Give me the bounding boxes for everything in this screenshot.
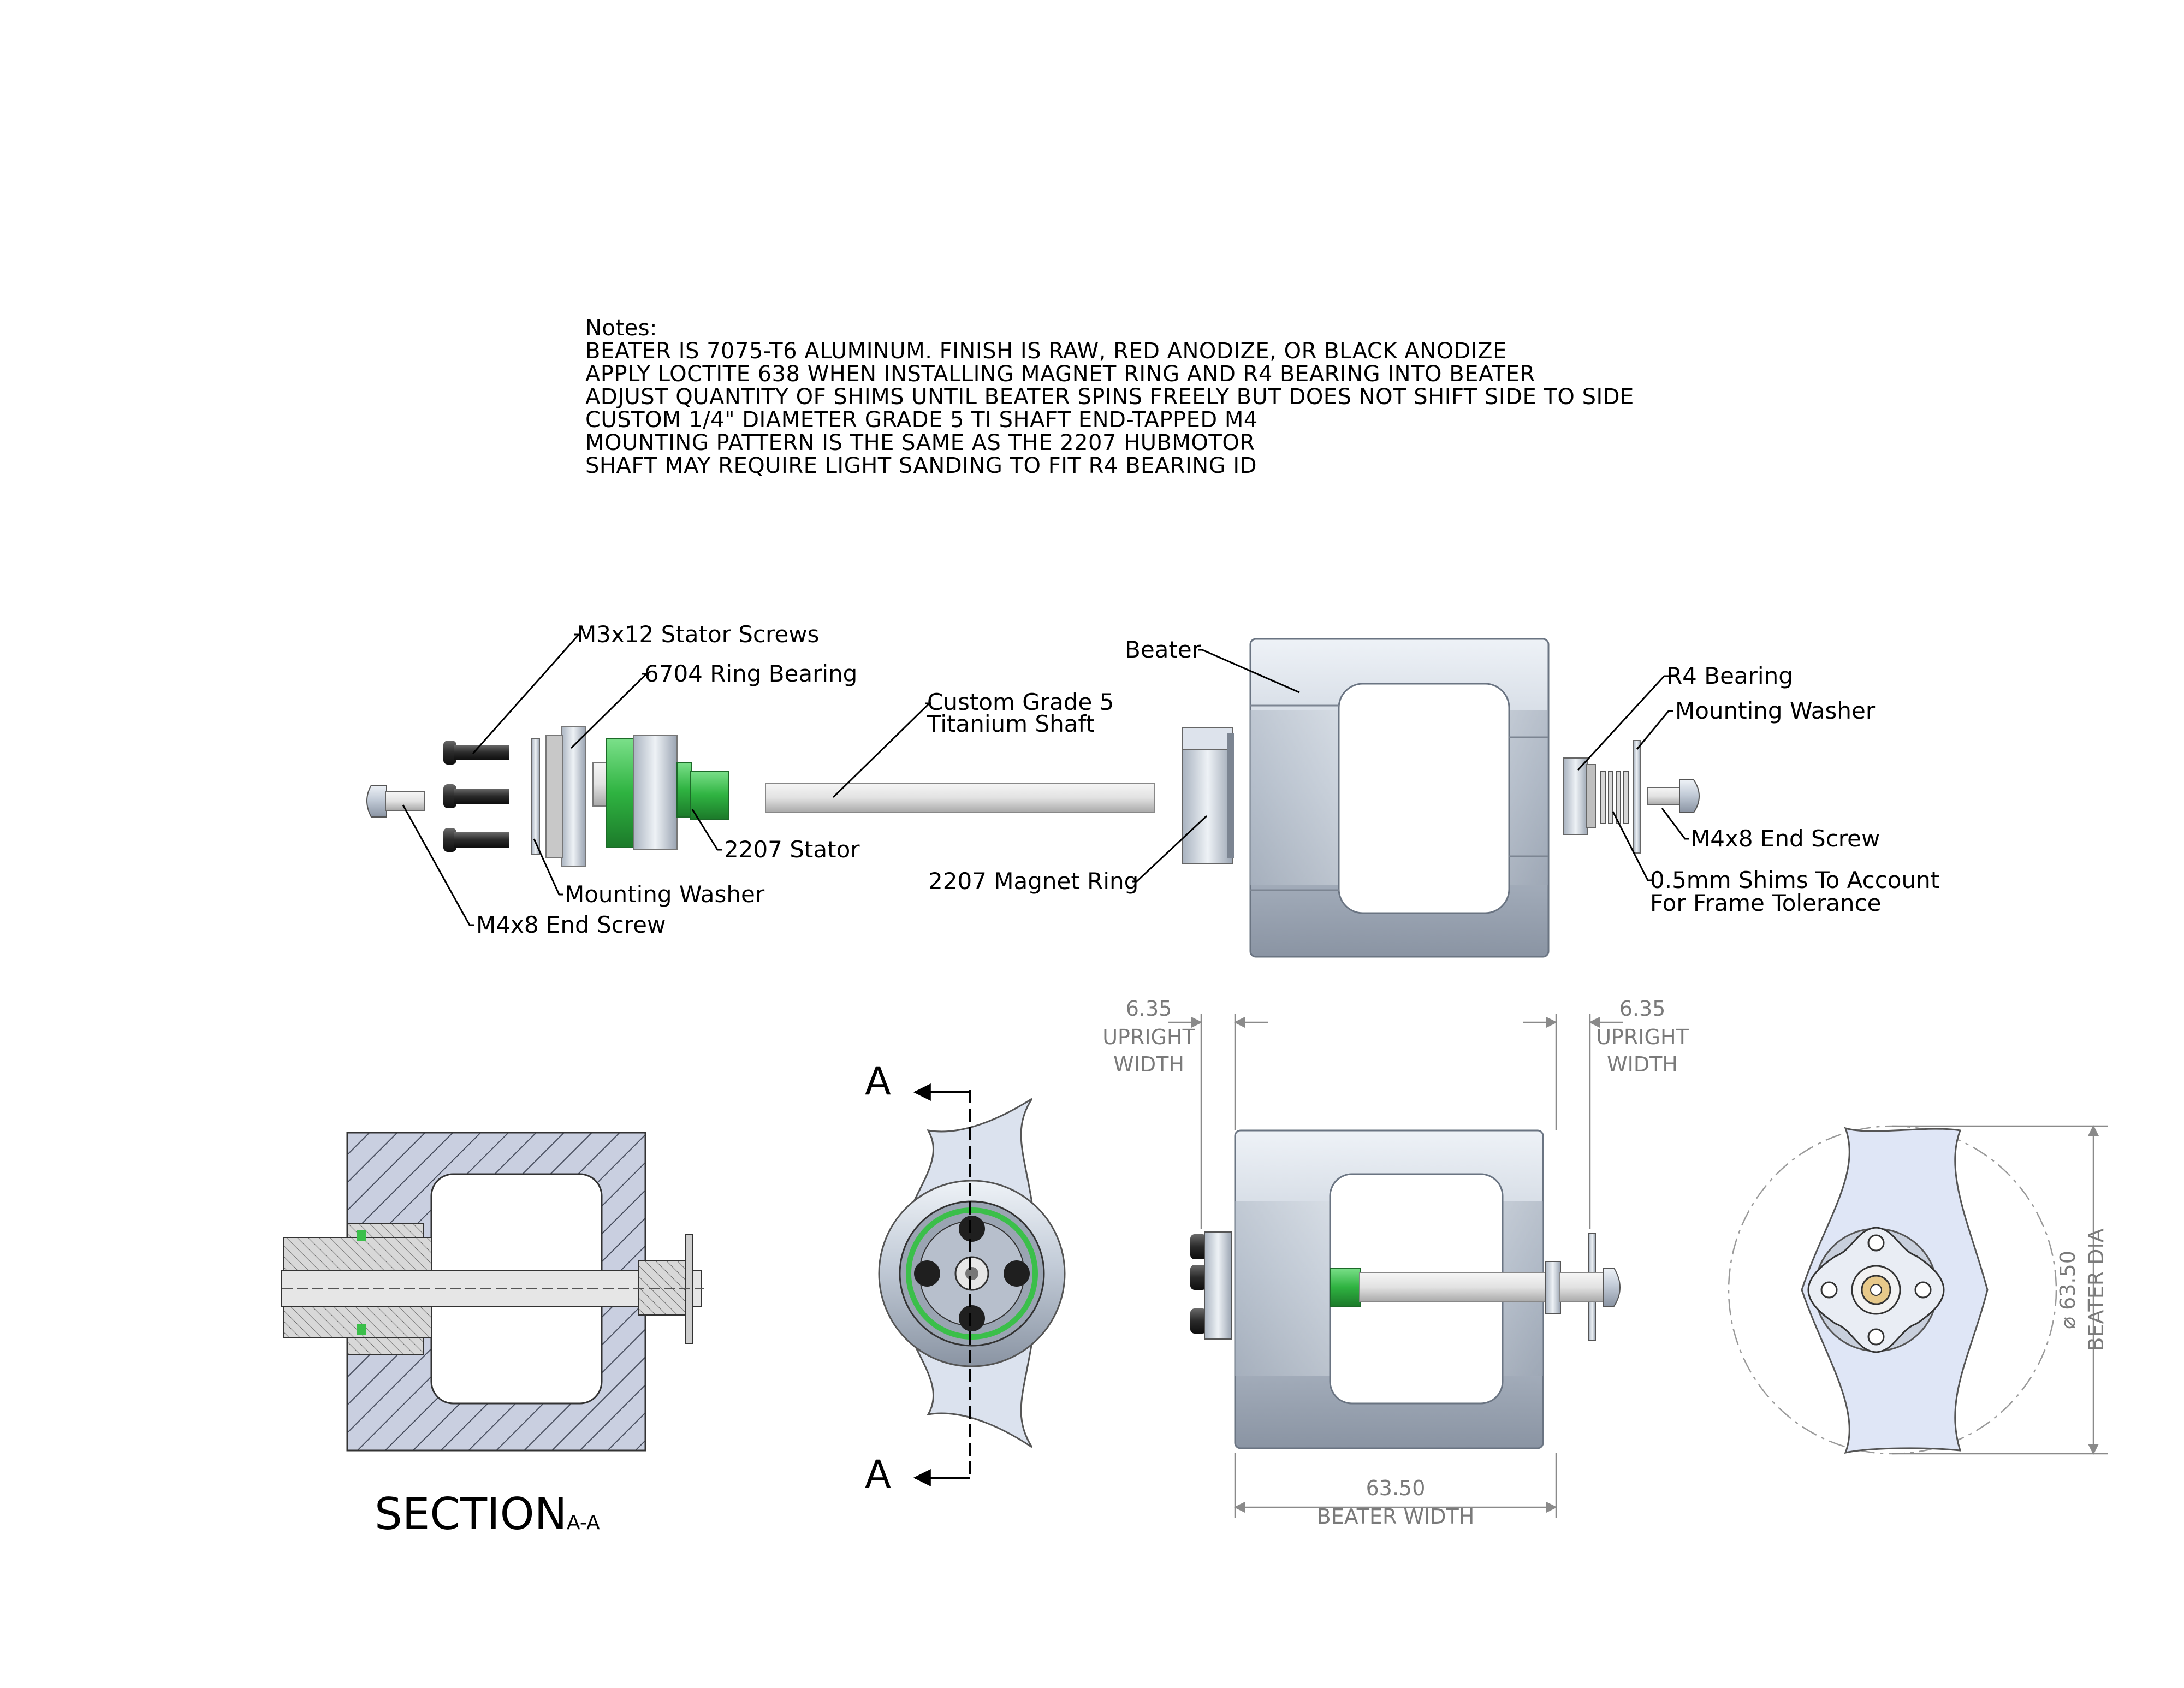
- dim-beater-width-value: 63.50: [1366, 1476, 1426, 1500]
- dim-upright-right-label1: UPRIGHT: [1596, 1025, 1689, 1049]
- label-mounting-washer-right: Mounting Washer: [1675, 697, 1876, 724]
- notes-block: Notes: BEATER IS 7075-T6 ALUMINUM. FINIS…: [585, 317, 1634, 477]
- section-title: SECTION: [375, 1489, 567, 1539]
- dim-beater-dia-value: ⌀ 63.50: [2056, 1251, 2080, 1329]
- note-line: ADJUST QUANTITY OF SHIMS UNTIL BEATER SP…: [585, 384, 1634, 410]
- note-line: MOUNTING PATTERN IS THE SAME AS THE 2207…: [585, 430, 1255, 455]
- leader-washer-left: [533, 838, 563, 896]
- dim-upright-left-label1: UPRIGHT: [1102, 1025, 1195, 1049]
- ring-bearing-6704: [545, 726, 586, 867]
- dim-upright-left-label2: WIDTH: [1113, 1052, 1184, 1076]
- note-line: APPLY LOCTITE 638 WHEN INSTALLING MAGNET…: [585, 362, 1535, 387]
- label-shaft-line2: Titanium Shaft: [927, 710, 1095, 737]
- exploded-view: M3x12 Stator Screws 6704 Ring Bearing Cu…: [366, 621, 1939, 958]
- dimension-upright-right: [1523, 1014, 1623, 1229]
- end-screw-left: [366, 785, 425, 818]
- r4-bearing: [1563, 757, 1596, 835]
- mounting-washer-left: [531, 738, 540, 855]
- dimension-beater-width: [1234, 1453, 1557, 1518]
- label-stator-screws: M3x12 Stator Screws: [577, 621, 819, 648]
- leader-end-screw-right: [1661, 808, 1689, 840]
- section-marker-top: A: [865, 1059, 891, 1104]
- dim-beater-dia-label: BEATER DIA: [2084, 1228, 2108, 1351]
- label-shims-line2: For Frame Tolerance: [1650, 890, 1881, 916]
- dim-upright-right-value: 6.35: [1619, 997, 1666, 1021]
- titanium-shaft: [765, 783, 1155, 813]
- section-view: [281, 1132, 704, 1452]
- label-ring-bearing: 6704 Ring Bearing: [644, 660, 857, 687]
- leader-shims: [1612, 811, 1652, 881]
- note-line: BEATER IS 7075-T6 ALUMINUM. FINISH IS RA…: [585, 339, 1507, 364]
- dim-beater-width-label: BEATER WIDTH: [1317, 1505, 1475, 1529]
- label-beater: Beater: [1125, 636, 1202, 663]
- stator-screws: [443, 741, 509, 852]
- leader-end-screw-left: [402, 804, 474, 926]
- note-line: SHAFT MAY REQUIRE LIGHT SANDING TO FIT R…: [585, 453, 1257, 478]
- notes-heading: Notes:: [585, 316, 658, 341]
- dimension-beater-dia: [1892, 1125, 2108, 1455]
- beater-exploded: [1249, 638, 1550, 958]
- leader-washer-right: [1636, 710, 1673, 750]
- end-screw-right: [1647, 779, 1700, 813]
- magnet-ring-2207: [1182, 727, 1234, 864]
- side-view: [878, 1083, 1066, 1486]
- dimension-upright-left: [1168, 1014, 1268, 1229]
- label-magnet-ring: 2207 Magnet Ring: [928, 868, 1138, 895]
- mounting-washer-right: [1633, 740, 1641, 854]
- leader-stator-screws: [472, 633, 581, 754]
- leader-beater: [1198, 649, 1300, 694]
- leader-magnet-ring: [1132, 815, 1208, 883]
- label-r4-bearing: R4 Bearing: [1666, 662, 1793, 689]
- label-shaft-line1: Custom Grade 5: [927, 689, 1114, 715]
- section-marker-bottom: A: [865, 1452, 891, 1497]
- stator-2207: [592, 735, 729, 850]
- dim-upright-left-value: 6.35: [1126, 997, 1172, 1021]
- label-stator: 2207 Stator: [724, 836, 860, 863]
- label-mounting-washer-left: Mounting Washer: [565, 881, 765, 908]
- end-view: [1728, 1125, 2057, 1455]
- dim-upright-right-label2: WIDTH: [1607, 1052, 1678, 1076]
- shims: [1600, 771, 1629, 824]
- label-end-screw-left: M4x8 End Screw: [476, 911, 666, 938]
- leader-stator: [691, 809, 722, 851]
- note-line: CUSTOM 1/4" DIAMETER GRADE 5 TI SHAFT EN…: [585, 407, 1258, 433]
- section-suffix: A-A: [567, 1512, 600, 1534]
- leader-r4-bearing: [1577, 675, 1669, 771]
- front-view: [1190, 1129, 1621, 1449]
- label-end-screw-right: M4x8 End Screw: [1690, 825, 1880, 852]
- label-shims-line1: 0.5mm Shims To Account: [1650, 867, 1939, 893]
- leader-ring-bearing: [570, 673, 649, 749]
- leader-shaft: [832, 702, 931, 798]
